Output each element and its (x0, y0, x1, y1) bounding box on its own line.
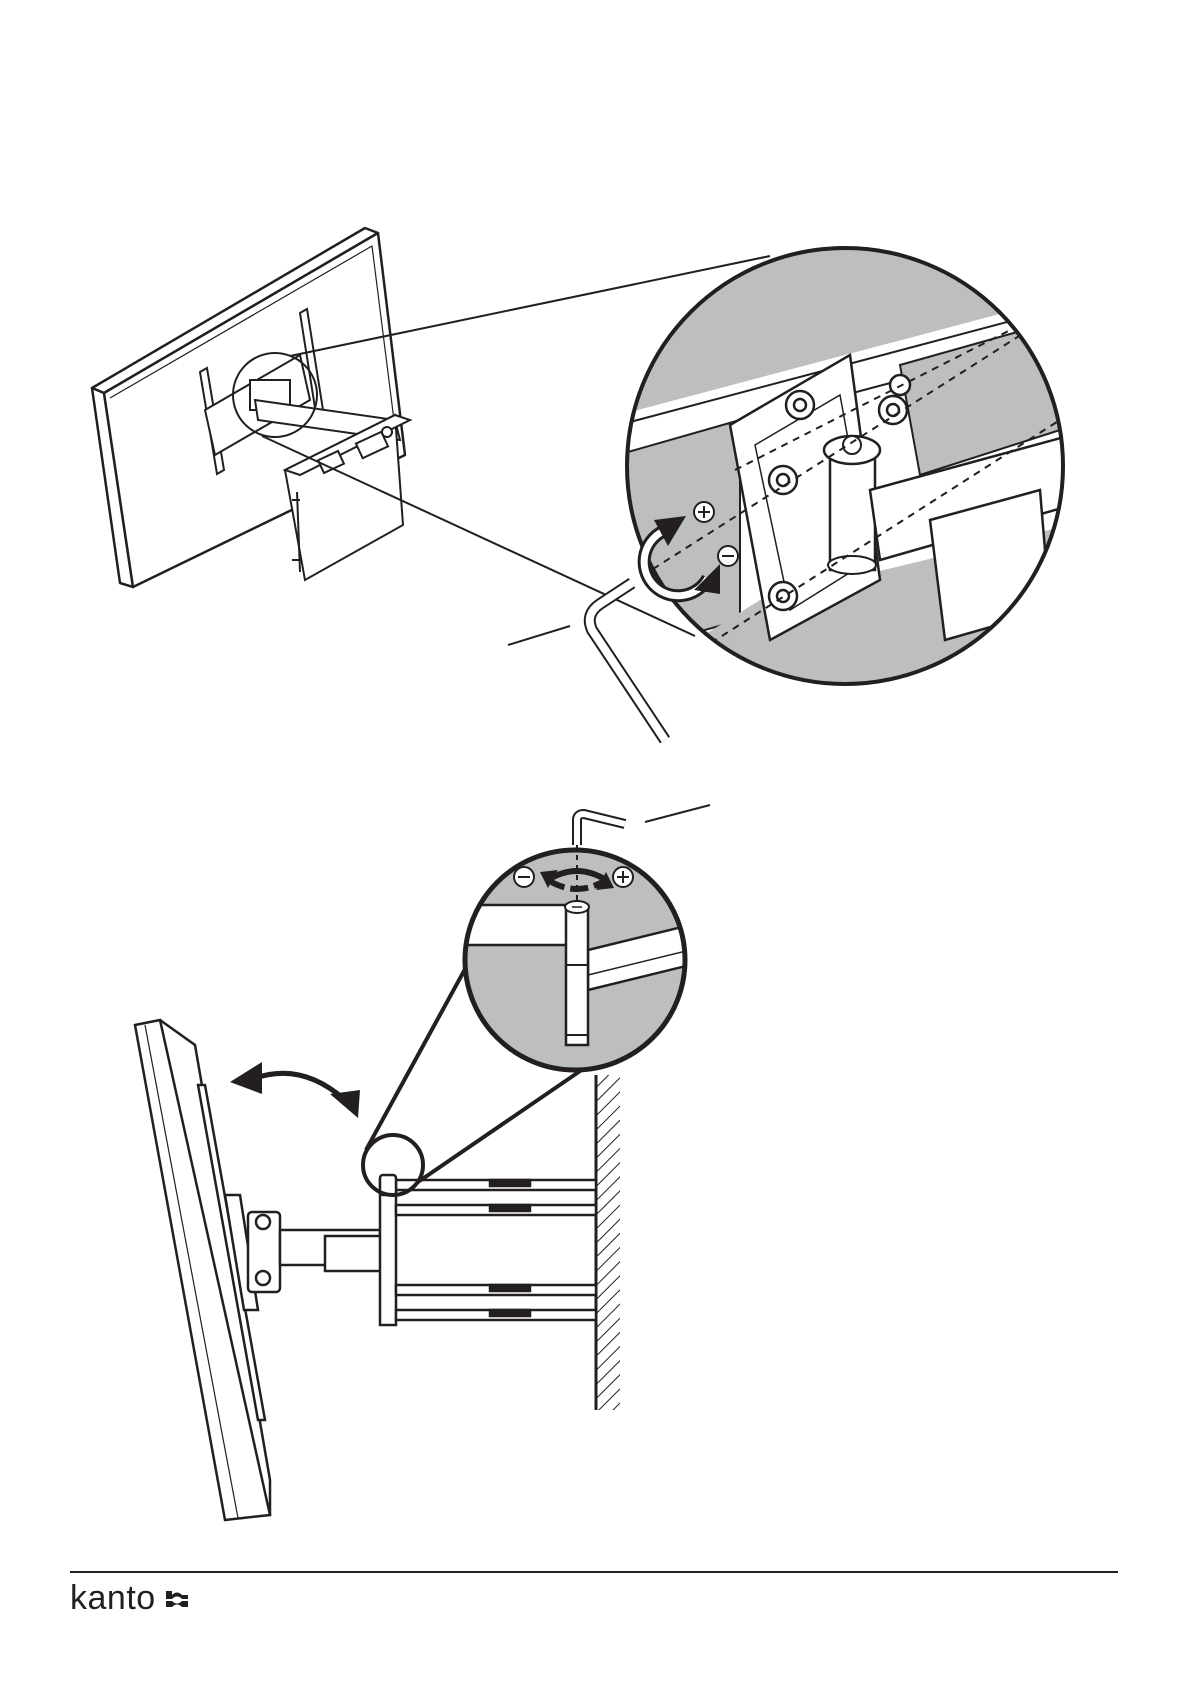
kanto-logo-mark-icon (164, 1587, 190, 1609)
figure-swivel-adjustment (135, 805, 710, 1520)
minus-icon (718, 546, 738, 566)
figure-tilt-adjustment (92, 228, 1090, 740)
allen-key-icon (508, 583, 665, 740)
magnified-detail-swivel (460, 850, 690, 1070)
minus-icon-2 (514, 867, 534, 887)
swivel-arm-side-view (248, 1175, 596, 1325)
allen-key-icon-2 (577, 805, 710, 845)
wall-section (596, 1075, 620, 1410)
swing-arrow-icon (230, 1062, 360, 1118)
plus-icon (694, 502, 714, 522)
brand-wordmark: kanto (70, 1579, 156, 1618)
magnified-detail-tilt (600, 248, 1090, 700)
brand-logo: kanto (70, 1578, 190, 1618)
footer-divider (70, 1571, 1118, 1573)
plus-icon-2 (613, 867, 633, 887)
callout-cone-left (366, 960, 470, 1150)
